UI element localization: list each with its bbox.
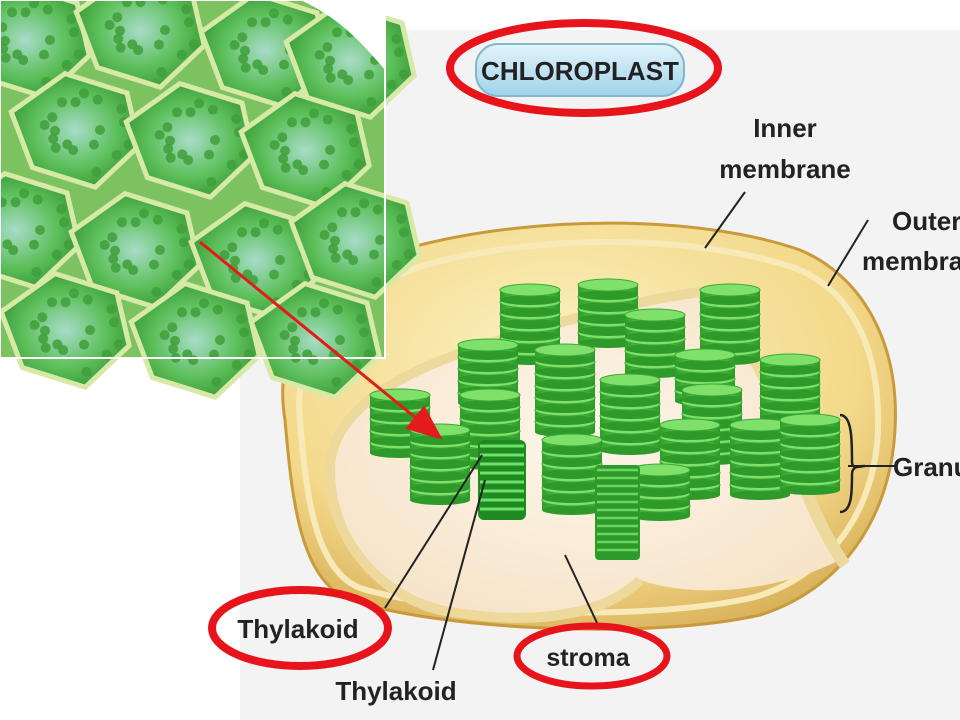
label-inner-membrane-1: Inner: [753, 113, 817, 143]
inner-membrane-shape: [296, 239, 882, 616]
thylakoid-stack: [478, 440, 526, 520]
leaf-cell: [73, 0, 207, 91]
thylakoid-highlight-ring: [208, 586, 392, 670]
leaf-cell: [123, 80, 257, 201]
granum-stack: [409, 423, 471, 505]
granum-stack: [577, 278, 639, 348]
label-outer-membrane-1: Outer: [892, 206, 960, 236]
title-group: CHLOROPLAST: [446, 19, 722, 117]
label-inner-membrane-2: membrane: [719, 154, 851, 184]
granum-stack: [629, 463, 691, 521]
cut-granum: [595, 465, 640, 560]
label-granum: Granum: [893, 452, 960, 482]
leaf-cell: [128, 280, 262, 401]
stroma-highlight-ring: [513, 622, 671, 690]
zoom-arrow: [199, 240, 443, 440]
leaf-cells-micrograph: [0, 0, 422, 401]
label-thylakoid-lower: Thylakoid: [335, 676, 456, 706]
label-thylakoid-circled: Thylakoid: [237, 614, 358, 644]
leaf-cell: [8, 70, 142, 191]
leader-lines: [384, 191, 895, 671]
label-stroma: stroma: [546, 644, 630, 672]
title-text: CHLOROPLAST: [481, 56, 679, 86]
granum-stack: [759, 353, 821, 423]
title-highlight-ring: [446, 19, 722, 117]
granum-stack: [541, 433, 603, 515]
granum-stack: [699, 283, 761, 365]
bracket-icon: [839, 413, 866, 514]
granum-stack: [729, 418, 791, 500]
granum-stack: [624, 308, 686, 378]
granum-stack: [599, 373, 661, 455]
granum-stack: [534, 343, 596, 437]
leaf-cell: [288, 180, 422, 301]
chloroplast-body: [281, 221, 897, 631]
granum-stack: [779, 413, 841, 495]
title-pill: [475, 43, 685, 97]
label-outer-membrane-2: membrane: [862, 246, 960, 276]
micrograph-corner: [300, 0, 385, 70]
